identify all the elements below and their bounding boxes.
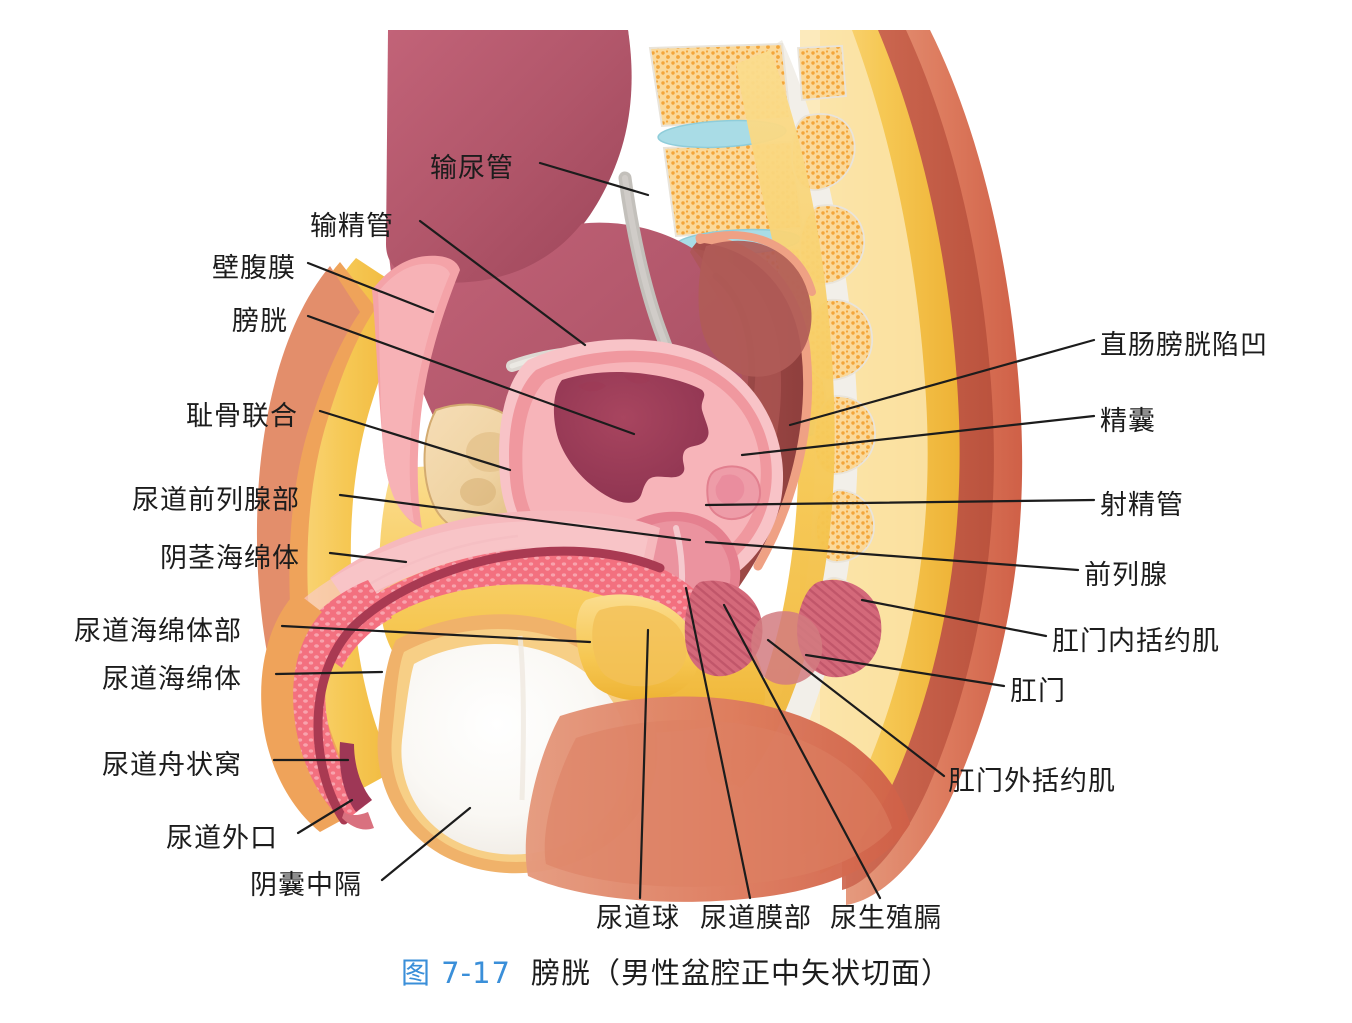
label-text: 直肠膀胱陷凹 [1100,330,1268,361]
label-text: 壁腹膜 [212,253,296,284]
label-text: 尿道球 [596,903,680,934]
label-text: 肛门外括约肌 [948,766,1116,797]
label-text: 输精管 [310,211,394,242]
label-text: 尿道海绵体 [102,664,242,695]
figure-title: 膀胱（男性盆腔正中矢状切面） [531,956,952,990]
label-external-anal-sphincter: 肛门外括约肌 [948,768,1116,795]
figure-caption: 图 7-17 膀胱（男性盆腔正中矢状切面） [0,950,1352,992]
label-text: 耻骨联合 [186,401,298,432]
label-anus: 肛门 [1010,678,1066,705]
label-vas-deferens: 输精管 [310,213,394,240]
label-prostate: 前列腺 [1084,562,1168,589]
label-text: 阴囊中隔 [250,870,362,901]
label-bladder: 膀胱 [232,308,288,335]
label-urogenital-diaphragm: 尿生殖膈 [830,905,942,932]
label-navicular-fossa: 尿道舟状窝 [102,752,242,779]
label-urethral-bulb: 尿道球 [596,905,680,932]
label-ureter: 输尿管 [430,155,514,182]
label-spongy-urethra: 尿道海绵体部 [74,618,242,645]
label-internal-anal-sphincter: 肛门内括约肌 [1052,628,1220,655]
label-text: 尿生殖膈 [830,903,942,934]
label-text: 射精管 [1100,490,1184,521]
label-corpus-spongiosum: 尿道海绵体 [102,666,242,693]
label-text: 尿道海绵体部 [74,616,242,647]
label-corpus-cavernosum: 阴茎海绵体 [160,545,300,572]
label-text: 膀胱 [232,306,288,337]
label-text: 输尿管 [430,153,514,184]
label-pubic-symphysis: 耻骨联合 [186,403,298,430]
label-text: 前列腺 [1084,560,1168,591]
label-rectovesical-pouch: 直肠膀胱陷凹 [1100,332,1268,359]
label-text: 阴茎海绵体 [160,543,300,574]
label-prostatic-urethra: 尿道前列腺部 [132,487,300,514]
label-seminal-vesicle: 精囊 [1100,408,1156,435]
figure-number: 图 7-17 [400,956,512,990]
label-text: 尿道外口 [166,823,278,854]
label-external-urethral-orifice: 尿道外口 [166,825,278,852]
label-text: 肛门内括约肌 [1052,626,1220,657]
label-ejaculatory-duct: 射精管 [1100,492,1184,519]
label-text: 尿道前列腺部 [132,485,300,516]
label-text: 肛门 [1010,676,1066,707]
label-text: 尿道舟状窝 [102,750,242,781]
label-scrotal-septum: 阴囊中隔 [250,872,362,899]
label-parietal-peritoneum: 壁腹膜 [212,255,296,282]
label-membranous-urethra: 尿道膜部 [700,905,812,932]
label-text: 尿道膜部 [700,903,812,934]
label-text: 精囊 [1100,406,1156,437]
